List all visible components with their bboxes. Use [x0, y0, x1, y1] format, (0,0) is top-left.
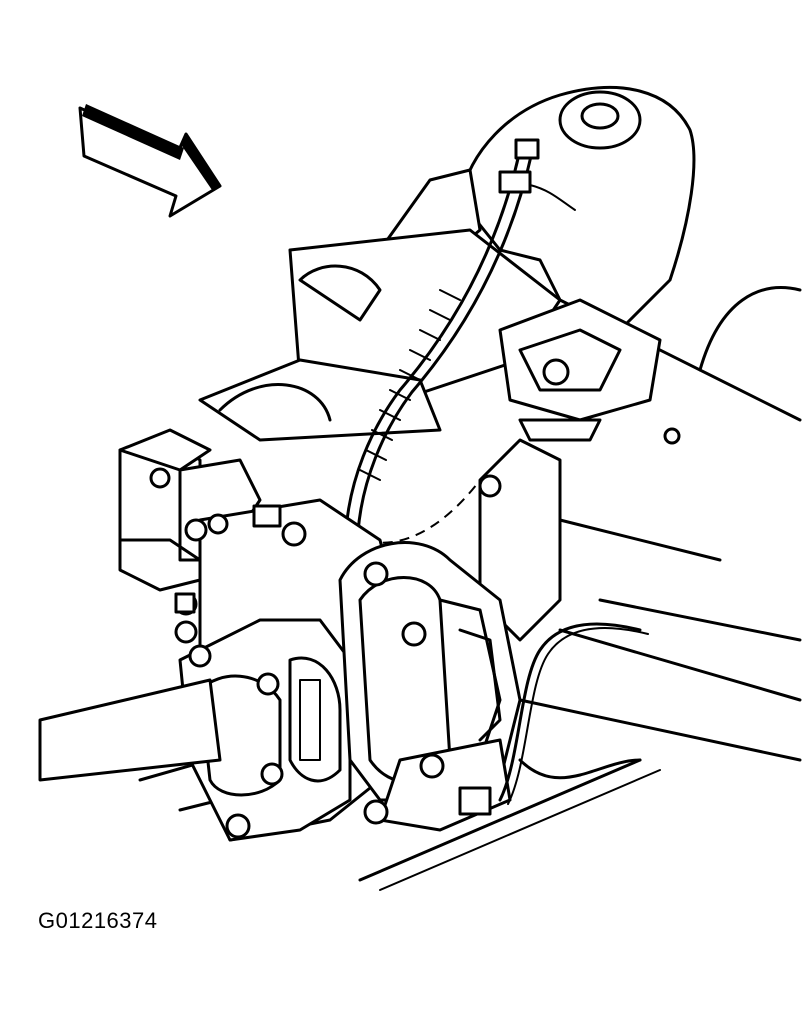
figure-id-label: G01216374 — [38, 908, 158, 933]
wheel-speed-sensor-harness — [344, 138, 576, 544]
brake-line — [498, 622, 649, 805]
mounting-bolts — [149, 467, 492, 839]
view-direction-arrow-icon — [78, 104, 222, 218]
hub-bearing-assembly — [338, 541, 522, 832]
knuckle-bracket — [478, 298, 681, 642]
